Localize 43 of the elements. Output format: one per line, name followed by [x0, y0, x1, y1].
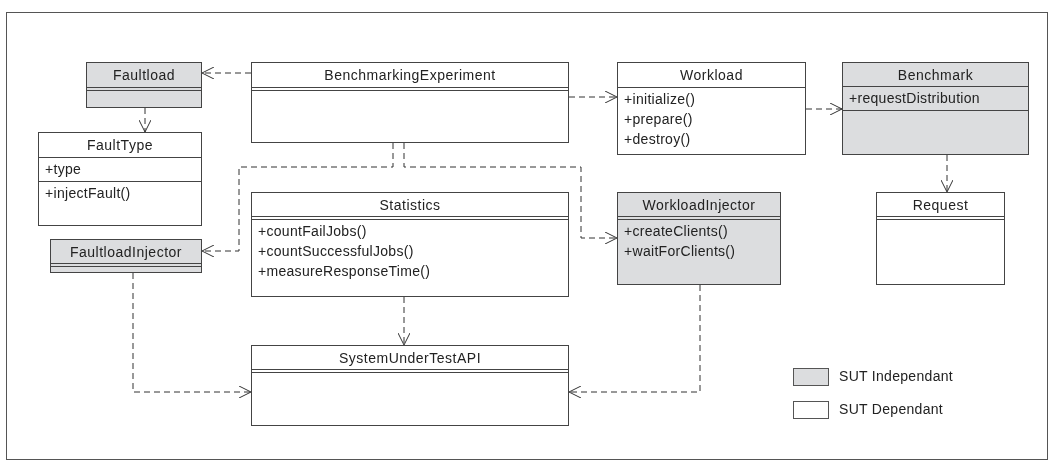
- dependency-arrow: [940, 154, 954, 193]
- dependency-arrow: [805, 102, 843, 116]
- class-name: Statistics: [379, 195, 441, 215]
- class-box: [251, 345, 569, 426]
- dependency-arrow: [201, 66, 252, 80]
- class-box: [38, 132, 202, 226]
- method-text: +measureResponseTime(): [258, 262, 432, 281]
- class-box: [617, 62, 806, 155]
- class-box: [876, 192, 1005, 285]
- attribute-text: +requestDistribution: [849, 89, 981, 108]
- dependency-arrow: [568, 90, 618, 104]
- class-box: [842, 62, 1029, 155]
- method-text: +countSuccessfulJobs(): [258, 242, 415, 261]
- legend-text: SUT Dependant: [839, 400, 944, 419]
- class-name: SystemUnderTestAPI: [338, 348, 482, 368]
- class-name: Request: [912, 195, 969, 215]
- class-name: WorkloadInjector: [642, 195, 756, 215]
- legend-text: SUT Independant: [839, 367, 953, 386]
- class-name: FaultType: [87, 136, 153, 155]
- class-name: Faultload: [112, 66, 176, 85]
- method-text: +waitForClients(): [624, 242, 737, 261]
- class-name: BenchmarkingExperiment: [324, 66, 496, 85]
- method-text: +countFailJobs(): [258, 222, 368, 241]
- dependency-arrow: [138, 107, 152, 133]
- method-text: +initialize(): [624, 90, 697, 109]
- method-text: +createClients(): [624, 222, 729, 241]
- class-box: [50, 239, 202, 273]
- dependency-arrow: [403, 142, 618, 245]
- class-name: Benchmark: [897, 65, 974, 85]
- method-text: +injectFault(): [45, 184, 132, 203]
- class-name: Workload: [680, 66, 743, 85]
- class-box: [617, 192, 781, 285]
- dependency-arrow: [201, 142, 394, 258]
- class-box: [251, 62, 569, 143]
- method-text: +destroy(): [624, 130, 692, 149]
- attribute-text: +type: [45, 160, 83, 179]
- dependency-arrow: [397, 296, 411, 346]
- class-box: [86, 62, 202, 108]
- class-name: FaultloadInjector: [70, 242, 182, 262]
- class-box: [251, 192, 569, 297]
- dependency-arrow: [568, 284, 701, 399]
- method-text: +prepare(): [624, 110, 694, 129]
- dependency-arrow: [132, 272, 252, 399]
